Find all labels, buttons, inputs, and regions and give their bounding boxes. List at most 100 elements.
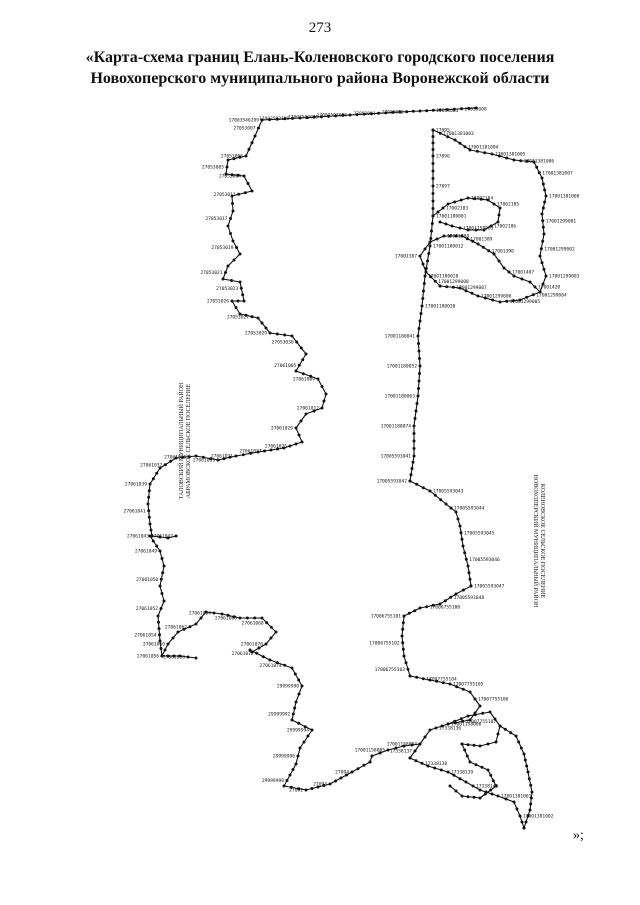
- boundary-vertex: [411, 109, 415, 113]
- boundary-vertex: [492, 202, 496, 206]
- boundary-point-label: 27053019: [211, 245, 233, 251]
- boundary-vertex: [422, 289, 425, 293]
- boundary-point-label: 27061052: [136, 606, 158, 612]
- boundary-point-label: 27061064: [189, 611, 211, 617]
- boundary-point-label: 27053011: [214, 192, 236, 198]
- boundary-vertex: [481, 711, 485, 715]
- boundary-point-label: 17005593044: [454, 506, 485, 512]
- boundary-point-label: 17001381004: [468, 144, 499, 150]
- boundary-vertex: [505, 299, 509, 303]
- boundary-vertex: [410, 743, 414, 747]
- boundary-vertex: [428, 489, 432, 493]
- boundary-vertex: [163, 463, 167, 467]
- boundary-vertex: [466, 714, 470, 718]
- boundary-vertex: [431, 141, 435, 145]
- boundary-vertex: [413, 417, 417, 420]
- boundary-vertex: [434, 726, 438, 730]
- boundary-point-label: 27061056: [137, 654, 159, 660]
- boundary-vertex: [468, 760, 472, 764]
- boundary-vertex: [369, 112, 373, 116]
- boundary-vertex: [418, 357, 421, 360]
- boundary-vertex: [334, 114, 338, 118]
- boundary-point-label: 17001299008: [438, 279, 469, 285]
- boundary-vertex: [298, 116, 302, 120]
- boundary-vertex: [268, 118, 272, 122]
- boundary-vertex: [518, 298, 522, 302]
- boundary-point-label: 17005593046: [469, 557, 500, 563]
- boundary-vertex: [491, 298, 495, 302]
- boundary-vertex: [444, 222, 448, 226]
- boundary-vertex: [290, 116, 294, 120]
- boundary-vertex: [541, 219, 545, 223]
- boundary-vertex: [264, 642, 268, 646]
- boundary-vertex: [476, 242, 480, 246]
- boundary-point-label: 17001407: [512, 270, 534, 276]
- boundary-vertex: [166, 536, 170, 540]
- boundary-vertex: [291, 712, 295, 716]
- boundary-vertex: [444, 502, 448, 506]
- boundary-vertex: [426, 259, 429, 263]
- boundary-vertex: [256, 316, 260, 320]
- boundary-vertex: [439, 498, 443, 502]
- boundary-vertex: [483, 792, 487, 796]
- boundary-vertex: [298, 746, 302, 750]
- boundary-vertex: [377, 111, 381, 115]
- boundary-point-label: 27061049: [135, 549, 157, 555]
- boundary-vertex: [421, 262, 425, 266]
- boundary-point-label: 27061058: [163, 655, 185, 661]
- boundary-point-label: 27097: [436, 184, 450, 190]
- boundary-vertex: [304, 412, 308, 416]
- boundary-vertex: [489, 224, 493, 228]
- boundary-vertex: [305, 116, 309, 120]
- boundary-vertex: [159, 607, 163, 610]
- boundary-vertex: [431, 603, 435, 607]
- boundary-vertex: [147, 515, 151, 519]
- boundary-vertex: [449, 595, 453, 599]
- boundary-vertex: [229, 217, 232, 220]
- boundary-point-label: 27061043: [127, 534, 149, 540]
- boundary-vertex: [362, 763, 366, 767]
- boundary-vertex: [418, 109, 422, 113]
- boundary-vertex: [350, 770, 354, 774]
- boundary-vertex: [492, 252, 496, 256]
- boundary-vertex: [440, 724, 444, 728]
- boundary-point-label: 17001381005: [495, 152, 526, 158]
- boundary-vertex: [341, 113, 345, 117]
- boundary-vertex: [468, 577, 472, 581]
- boundary-vertex: [431, 177, 435, 180]
- boundary-vertex: [530, 790, 534, 794]
- boundary-vertex: [283, 117, 287, 121]
- boundary-vertex: [232, 615, 236, 619]
- boundary-vertex: [418, 742, 422, 746]
- boundary-vertex: [274, 630, 278, 634]
- boundary-point-label: 27053006: [221, 154, 243, 160]
- boundary-point-label: 27061070: [241, 642, 263, 648]
- boundary-point-label: 27053003: [436, 108, 458, 114]
- boundary-vertex: [417, 387, 420, 390]
- boundary-point-label: 27061041: [124, 508, 146, 514]
- boundary-vertex: [490, 792, 494, 796]
- boundary-point-label: 17005593047: [474, 584, 505, 590]
- boundary-point-label: 29999996: [273, 754, 295, 760]
- boundary-vertex: [416, 394, 420, 398]
- boundary-vertex: [162, 564, 166, 568]
- boundary-point-label: 17002184: [471, 196, 493, 202]
- boundary-point-label: 17001180063: [385, 394, 416, 400]
- boundary-vertex: [431, 207, 435, 210]
- boundary-vertex: [187, 455, 191, 459]
- boundary-vertex: [402, 614, 406, 618]
- boundary-vertex: [522, 826, 526, 830]
- boundary-vertex: [507, 270, 511, 274]
- boundary-vertex: [204, 610, 208, 614]
- boundary-point-label: 27053005: [202, 165, 224, 171]
- boundary-vertex: [297, 787, 301, 791]
- boundary-vertex: [362, 112, 366, 116]
- boundary-vertex: [402, 744, 406, 748]
- boundary-vertex: [466, 743, 470, 747]
- boundary-vertex: [294, 762, 298, 766]
- boundary-vertex: [543, 188, 547, 192]
- boundary-vertex: [171, 636, 175, 640]
- boundary-vertex: [487, 249, 491, 253]
- boundary-vertex: [160, 592, 164, 595]
